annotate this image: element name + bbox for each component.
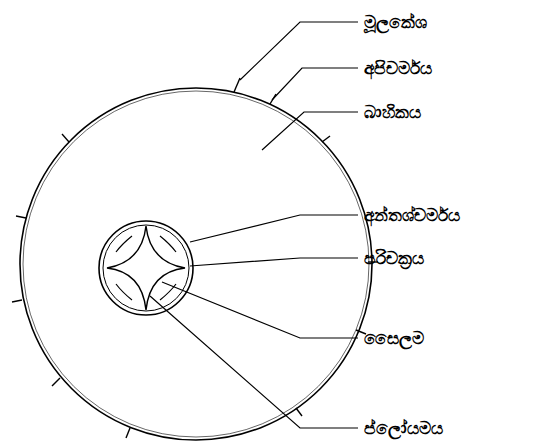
part-label: බාහිකය	[364, 102, 421, 122]
part-label: මූලකේශ	[364, 12, 427, 32]
part-label: සෛලම	[364, 328, 424, 348]
part-label: අපිචර්මය	[364, 58, 432, 78]
part-label: පරිචක්‍රය	[364, 248, 424, 268]
part-label: අන්තශ්චර්මය	[364, 205, 460, 225]
part-label: ප්ලෝයමය	[364, 418, 443, 438]
